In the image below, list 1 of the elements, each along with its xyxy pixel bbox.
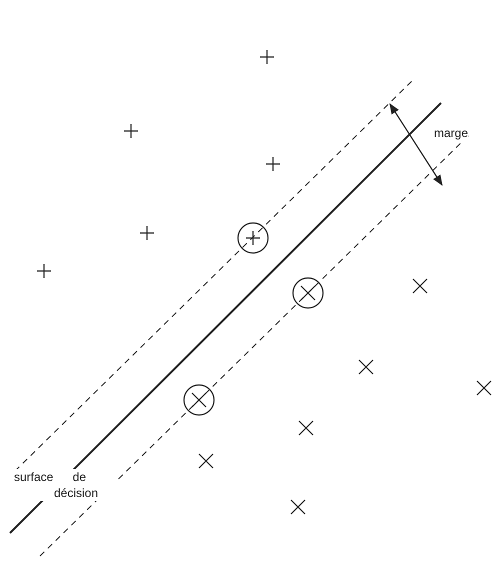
boundary-label: surface de décision [14, 469, 116, 501]
